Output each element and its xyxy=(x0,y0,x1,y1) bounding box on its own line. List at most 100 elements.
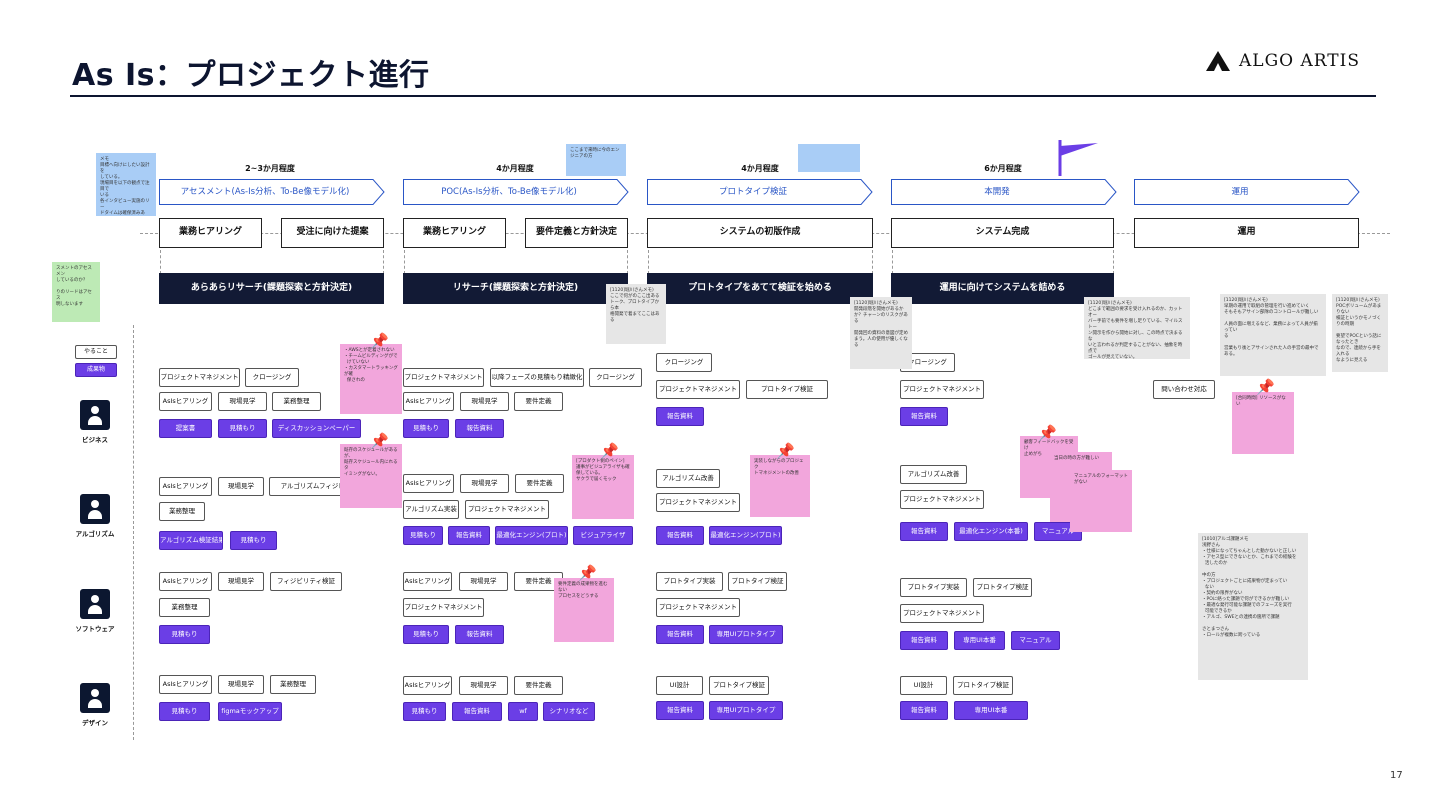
tag-todo[interactable]: 現場見学 xyxy=(459,676,508,695)
sticky-note[interactable] xyxy=(798,144,860,172)
tag-deliverable[interactable]: 報告資料 xyxy=(900,522,948,541)
tag-todo[interactable]: プロジェクトマネジメント xyxy=(159,368,240,387)
tag-deliverable[interactable]: 報告資料 xyxy=(656,407,704,426)
tag-deliverable[interactable]: 報告資料 xyxy=(656,701,704,720)
sticky-note[interactable]: 実装しながらのプロジェク トマネジメントの改善 xyxy=(750,455,810,517)
tag-deliverable[interactable]: 報告資料 xyxy=(900,407,948,426)
tag-todo[interactable]: AsIsヒアリング xyxy=(159,477,212,496)
tag-todo[interactable]: AsIsヒアリング xyxy=(403,572,452,591)
tag-deliverable[interactable]: 報告資料 xyxy=(448,526,490,545)
sticky-note[interactable]: 既存のスケジュールがあるが、 既存スケジュール内にれるタ イミングがない。 xyxy=(340,444,402,508)
tag-deliverable[interactable]: 最適化エンジン(プロト) xyxy=(495,526,568,545)
tag-todo[interactable]: プロジェクトマネジメント xyxy=(403,368,484,387)
tag-deliverable[interactable]: 見積もり xyxy=(403,702,446,721)
tag-todo[interactable]: 業務整理 xyxy=(159,598,210,617)
tag-todo[interactable]: AsIsヒアリング xyxy=(403,474,454,493)
tag-deliverable[interactable]: 見積もり xyxy=(218,419,267,438)
tag-todo[interactable]: 現場見学 xyxy=(218,572,264,591)
sticky-note[interactable]: 要件定義の成果物を進むない プロセスをどうする xyxy=(554,578,614,642)
tag-deliverable[interactable]: 報告資料 xyxy=(900,631,948,650)
tag-deliverable[interactable]: ディスカッションペーパー xyxy=(272,419,361,438)
phase-4-arrow[interactable]: 本開発 xyxy=(891,179,1117,205)
tag-deliverable[interactable]: 専用UIプロトタイプ xyxy=(709,701,783,720)
tag-todo[interactable]: クロージング xyxy=(656,353,712,372)
sticky-note[interactable]: マニュアルのフォーマット がない xyxy=(1070,470,1132,532)
tag-todo[interactable]: 問い合わせ対応 xyxy=(1153,380,1215,399)
tag-todo[interactable]: プロジェクトマネジメント xyxy=(656,493,740,512)
tag-deliverable[interactable]: アルゴリズム検証結果 xyxy=(159,531,223,550)
tag-todo[interactable]: フィジビリティ検証 xyxy=(270,572,342,591)
tag-deliverable[interactable]: 提案書 xyxy=(159,419,212,438)
tag-deliverable[interactable]: 見積もり xyxy=(159,625,210,644)
tag-deliverable[interactable]: 見積もり xyxy=(403,625,449,644)
tag-todo[interactable]: 現場見学 xyxy=(218,477,264,496)
tag-todo[interactable]: 業務整理 xyxy=(270,675,316,694)
sticky-note[interactable]: [合同時間] リソースがない xyxy=(1232,392,1294,454)
tag-todo[interactable]: プロジェクトマネジメント xyxy=(900,380,984,399)
sticky-note[interactable]: ここまで来時に今のエン ジニアの方 xyxy=(566,144,626,176)
tag-deliverable[interactable]: 見積もり xyxy=(230,531,277,550)
phase-5-arrow[interactable]: 運用 xyxy=(1134,179,1360,205)
tag-todo[interactable]: AsIsヒアリング xyxy=(403,392,454,411)
sticky-note[interactable]: [1120]堀川さんメモ) 早期の運用で取組の管理を行い進めていく そもそもアサ… xyxy=(1220,294,1326,376)
tag-todo[interactable]: 以降フェーズの見積もり精緻化 xyxy=(490,368,584,387)
phase-1-arrow[interactable]: アセスメント(As-Is分析、To-Be像モデル化) xyxy=(159,179,385,205)
tag-todo[interactable]: UI設計 xyxy=(656,676,703,695)
tag-todo[interactable]: 業務整理 xyxy=(272,392,321,411)
sticky-note[interactable]: [1120]堀川さんメモ) POCボリュームがあまりない 検証というかモノづくり… xyxy=(1332,294,1388,372)
tag-deliverable[interactable]: シナリオなど xyxy=(543,702,595,721)
tag-todo[interactable]: プロジェクトマネジメント xyxy=(403,598,484,617)
tag-todo[interactable]: プロトタイプ検証 xyxy=(728,572,787,591)
tag-deliverable[interactable]: figmaモックアップ xyxy=(218,702,282,721)
tag-deliverable[interactable]: 最適化エンジン(プロト) xyxy=(709,526,782,545)
tag-deliverable[interactable]: wf xyxy=(508,702,538,721)
tag-todo[interactable]: 現場見学 xyxy=(460,474,509,493)
tag-deliverable[interactable]: 報告資料 xyxy=(452,702,502,721)
sticky-note[interactable]: メモ 目標へ向けにしたい設計を している。 現場目を以下の観点で注目で いる 各… xyxy=(96,153,156,216)
tag-todo[interactable]: プロジェクトマネジメント xyxy=(465,500,549,519)
tag-todo[interactable]: AsIsヒアリング xyxy=(159,675,212,694)
tag-deliverable[interactable]: 報告資料 xyxy=(656,526,704,545)
tag-todo[interactable]: プロジェクトマネジメント xyxy=(656,380,740,399)
tag-deliverable[interactable]: 報告資料 xyxy=(455,625,504,644)
tag-todo[interactable]: AsIsヒアリング xyxy=(159,572,212,591)
tag-todo[interactable]: 要件定義 xyxy=(514,392,563,411)
sticky-note[interactable]: [プロダクト側のペイン] 議事がビジュアライザも確 保している。 サクラで届くモ… xyxy=(572,455,634,519)
sticky-note[interactable]: スメントのアセスメン しているのか？ りのリードはアセス 明しないます xyxy=(52,262,100,322)
tag-todo[interactable]: AsIsヒアリング xyxy=(403,676,452,695)
tag-todo[interactable]: アルゴリズム改善 xyxy=(656,469,720,488)
sticky-note[interactable]: [1120]堀川さんメモ) 開発段階を開始があるか か？チャーンのリスクがあ る… xyxy=(850,297,912,369)
tag-todo[interactable]: 要件定義 xyxy=(514,676,563,695)
phase-2-arrow[interactable]: POC(As-Is分析、To-Be像モデル化) xyxy=(403,179,629,205)
tag-todo[interactable]: 業務整理 xyxy=(159,502,205,521)
sticky-note[interactable]: [1120]堀川さんメモ) ここで何がのここ出ある トーク、プロトタイプから本 … xyxy=(606,284,666,344)
tag-todo[interactable]: 要件定義 xyxy=(515,474,564,493)
tag-todo[interactable]: プロトタイプ実装 xyxy=(656,572,723,591)
tag-deliverable[interactable]: 見積もり xyxy=(403,526,443,545)
tag-todo[interactable]: アルゴリズム実装 xyxy=(403,500,459,519)
phase-3-arrow[interactable]: プロトタイプ検証 xyxy=(647,179,873,205)
tag-todo[interactable]: AsIsヒアリング xyxy=(159,392,212,411)
tag-todo[interactable]: プロジェクトマネジメント xyxy=(656,598,740,617)
tag-deliverable[interactable]: 報告資料 xyxy=(656,625,704,644)
tag-todo[interactable]: プロジェクトマネジメント xyxy=(900,604,984,623)
sticky-note[interactable]: [1010]アルゴ課題メモ 浅野さん ・仕様になってちゃんとした動かないと正しい… xyxy=(1198,533,1308,680)
tag-todo[interactable]: 現場見学 xyxy=(218,675,264,694)
tag-todo[interactable]: アルゴリズムフィジビリ xyxy=(269,477,363,496)
tag-deliverable[interactable]: 最適化エンジン(本番) xyxy=(954,522,1028,541)
tag-todo[interactable]: プロトタイプ検証 xyxy=(746,380,828,399)
tag-deliverable[interactable]: 専用UIプロトタイプ xyxy=(709,625,783,644)
tag-deliverable[interactable]: マニュアル xyxy=(1011,631,1060,650)
tag-todo[interactable]: 現場見学 xyxy=(459,572,508,591)
tag-deliverable[interactable]: 専用UI本番 xyxy=(954,701,1028,720)
tag-todo[interactable]: プロトタイプ検証 xyxy=(709,676,769,695)
tag-todo[interactable]: UI設計 xyxy=(900,676,947,695)
tag-todo[interactable]: クロージング xyxy=(589,368,642,387)
tag-todo[interactable]: 現場見学 xyxy=(460,392,509,411)
tag-todo[interactable]: プロトタイプ検証 xyxy=(973,578,1032,597)
tag-deliverable[interactable]: 見積もり xyxy=(159,702,210,721)
tag-todo[interactable]: クロージング xyxy=(245,368,299,387)
tag-todo[interactable]: プロトタイプ実装 xyxy=(900,578,967,597)
tag-todo[interactable]: プロトタイプ検証 xyxy=(953,676,1013,695)
tag-deliverable[interactable]: 報告資料 xyxy=(900,701,948,720)
